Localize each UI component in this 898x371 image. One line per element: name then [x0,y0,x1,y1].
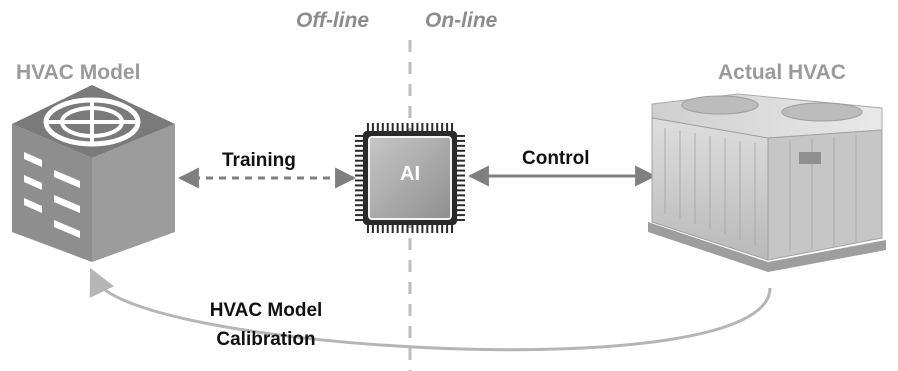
rooftop-hvac-unit-icon [648,93,886,272]
online-label: On-line [425,9,498,32]
actual-hvac-title: Actual HVAC [718,61,846,84]
hvac-model-title: HVAC Model [16,61,141,84]
calibration-label-line1: HVAC Model [209,300,323,321]
calibration-arc [89,267,772,352]
ai-chip-icon [355,123,465,233]
calibration-label-line2: Calibration [216,329,316,350]
ai-chip-label: AI [400,163,420,185]
calibration-label: HVAC Model Calibration [196,296,336,354]
hvac-cube-icon [12,85,175,262]
training-label: Training [222,150,296,171]
offline-label: Off-line [296,9,370,32]
control-label: Control [522,148,590,169]
